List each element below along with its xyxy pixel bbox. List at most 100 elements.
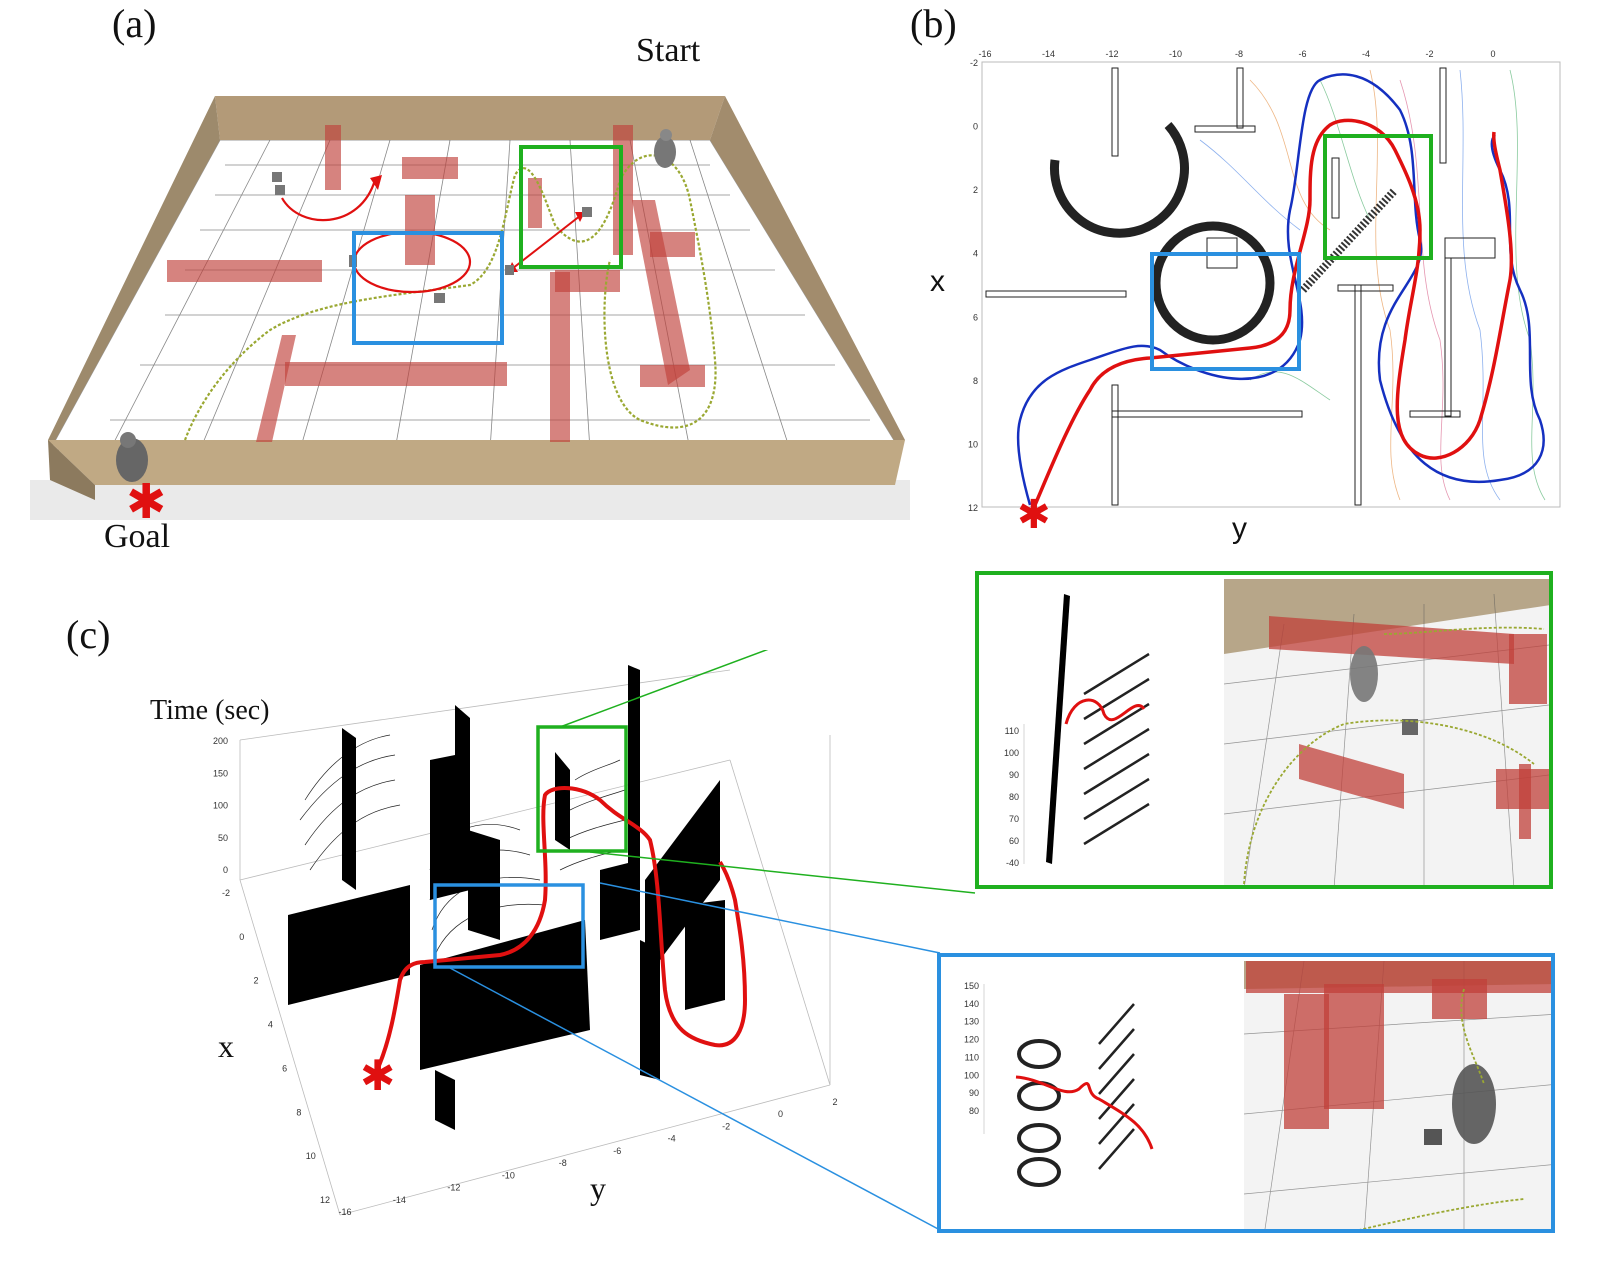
panel-b-blue-path [1016,73,1545,506]
tick-label: 2 [973,185,978,195]
inset-blue-helix-right [1098,1003,1135,1170]
panel-b-red-path [1033,118,1514,506]
tick-label: -8 [1235,49,1243,59]
tick-label: -2 [722,1121,730,1131]
panel-c-goal-marker-icon: ✱ [360,1051,396,1100]
panel-c-xlabel: x [218,1028,234,1064]
tick-label: 0 [778,1109,783,1119]
tick-label: 12 [320,1195,330,1205]
tick-label: 120 [964,1035,979,1045]
panel-b-obstacles [985,67,1496,506]
tick-label: 0 [1490,49,1495,59]
panel-c-zlabel: Time (sec) [150,695,270,726]
tick-label: 130 [964,1017,979,1027]
panel-c-ylabel: y [590,1170,606,1206]
panel-b-x-ticks: -2 0 2 4 6 8 10 12 [968,58,978,513]
panel-c-red-path [376,786,748,1069]
tick-label: 140 [964,999,979,1009]
tick-label: 4 [973,249,978,259]
tick-label: 90 [969,1088,979,1098]
tick-label: 150 [964,981,979,991]
tick-label: -10 [1169,49,1182,59]
inset-blue-helix-left [1017,1039,1061,1187]
panel-c-label: (c) [66,612,111,657]
tick-label: 0 [239,932,244,942]
tick-label: 4 [268,1020,273,1030]
tick-label: 8 [973,376,978,386]
inset-blue-frame: 150 140 130 120 110 100 90 80 [937,953,1555,1233]
panel-b-label: (b) [910,1,957,46]
tick-label: -12 [447,1183,460,1193]
tick-label: 0 [223,865,228,875]
start-label: Start [636,32,701,69]
inset-green-frame: 110 100 90 80 70 60 -40 [975,571,1553,889]
panel-b-goal-marker-icon: ✱ [1017,492,1051,538]
tick-label: -12 [1105,49,1118,59]
tick-label: 100 [1004,748,1019,758]
red-obstacles [167,125,705,442]
tick-label: 2 [254,976,259,986]
tick-label: -2 [222,888,230,898]
tick-label: -14 [1042,49,1055,59]
inset-green-z-ticks: 110 100 90 80 70 60 -40 [1004,726,1019,868]
tick-label: 200 [213,736,228,746]
tick-label: 12 [968,503,978,513]
tick-label: -4 [1362,49,1370,59]
tick-label: 90 [1009,770,1019,780]
inset-green-red-path [1064,698,1146,725]
inset-blue-plot: 150 140 130 120 110 100 90 80 [964,960,1551,1229]
tick-label: 110 [965,1052,979,1062]
tick-label: 50 [218,833,228,843]
highlight-box-blue [352,231,504,345]
inset-green-plot: 110 100 90 80 70 60 -40 [1004,579,1549,885]
robot-start-icon [654,129,676,168]
panel-a-maze-render [30,96,910,520]
robot-goal-icon [116,432,148,482]
panel-b-highlight-blue [1150,252,1301,371]
tick-label: -8 [559,1158,567,1168]
tick-label: 0 [973,122,978,132]
panel-a-label: (a) [112,1,157,46]
goal-label: Goal [104,518,171,555]
panel-c-highlight-blue [433,883,585,969]
tick-label: 10 [306,1151,316,1161]
highlight-box-green [519,145,623,269]
tick-label: -2 [970,58,978,68]
panel-b-xlabel: y [1232,512,1247,545]
tick-label: 100 [964,1070,979,1080]
tick-label: 100 [213,801,228,811]
tick-label: 110 [1005,726,1019,736]
tick-label: -6 [1298,49,1306,59]
panel-c-highlight-green [536,725,628,853]
tick-label: 8 [296,1107,301,1117]
moving-bar-obstacle [1300,187,1398,293]
tick-label: -40 [1006,858,1019,868]
tick-label: 10 [968,439,978,449]
rotating-ring-obstacle [1151,221,1275,345]
tick-label: 80 [1009,792,1019,802]
panel-b-y-ticks: -16 -14 -12 -10 -8 -6 -4 -2 0 [978,49,1495,59]
tick-label: -16 [338,1207,351,1217]
tick-label: 70 [1009,814,1019,824]
tick-label: -6 [613,1146,621,1156]
tick-label: -10 [502,1170,515,1180]
inset-green-black-wall [1046,594,1070,864]
panel-c-y-ticks: -16-14-12-10-8-6-4-202 [338,1097,837,1217]
inset-blue-red-path [1015,1075,1154,1150]
tick-label: 80 [969,1106,979,1116]
sampled-tree [1199,69,1546,501]
tick-label: 60 [1009,836,1019,846]
panel-c-black-obstacles [288,665,725,1130]
tick-label: 6 [973,312,978,322]
tick-label: -2 [1425,49,1433,59]
tick-label: -16 [978,49,991,59]
panel-b-plot: -16 -14 -12 -10 -8 -6 -4 -2 0 -2 0 2 4 6 8 10 12 [968,49,1561,513]
panel-b-ylabel: x [930,265,945,298]
inset-blue-z-ticks: 150 140 130 120 110 100 90 80 [964,981,979,1116]
goal-marker-icon: ✱ [126,474,167,530]
tick-label: 150 [213,768,228,778]
tick-label: -4 [668,1134,676,1144]
inset-green-helix [1083,652,1150,846]
